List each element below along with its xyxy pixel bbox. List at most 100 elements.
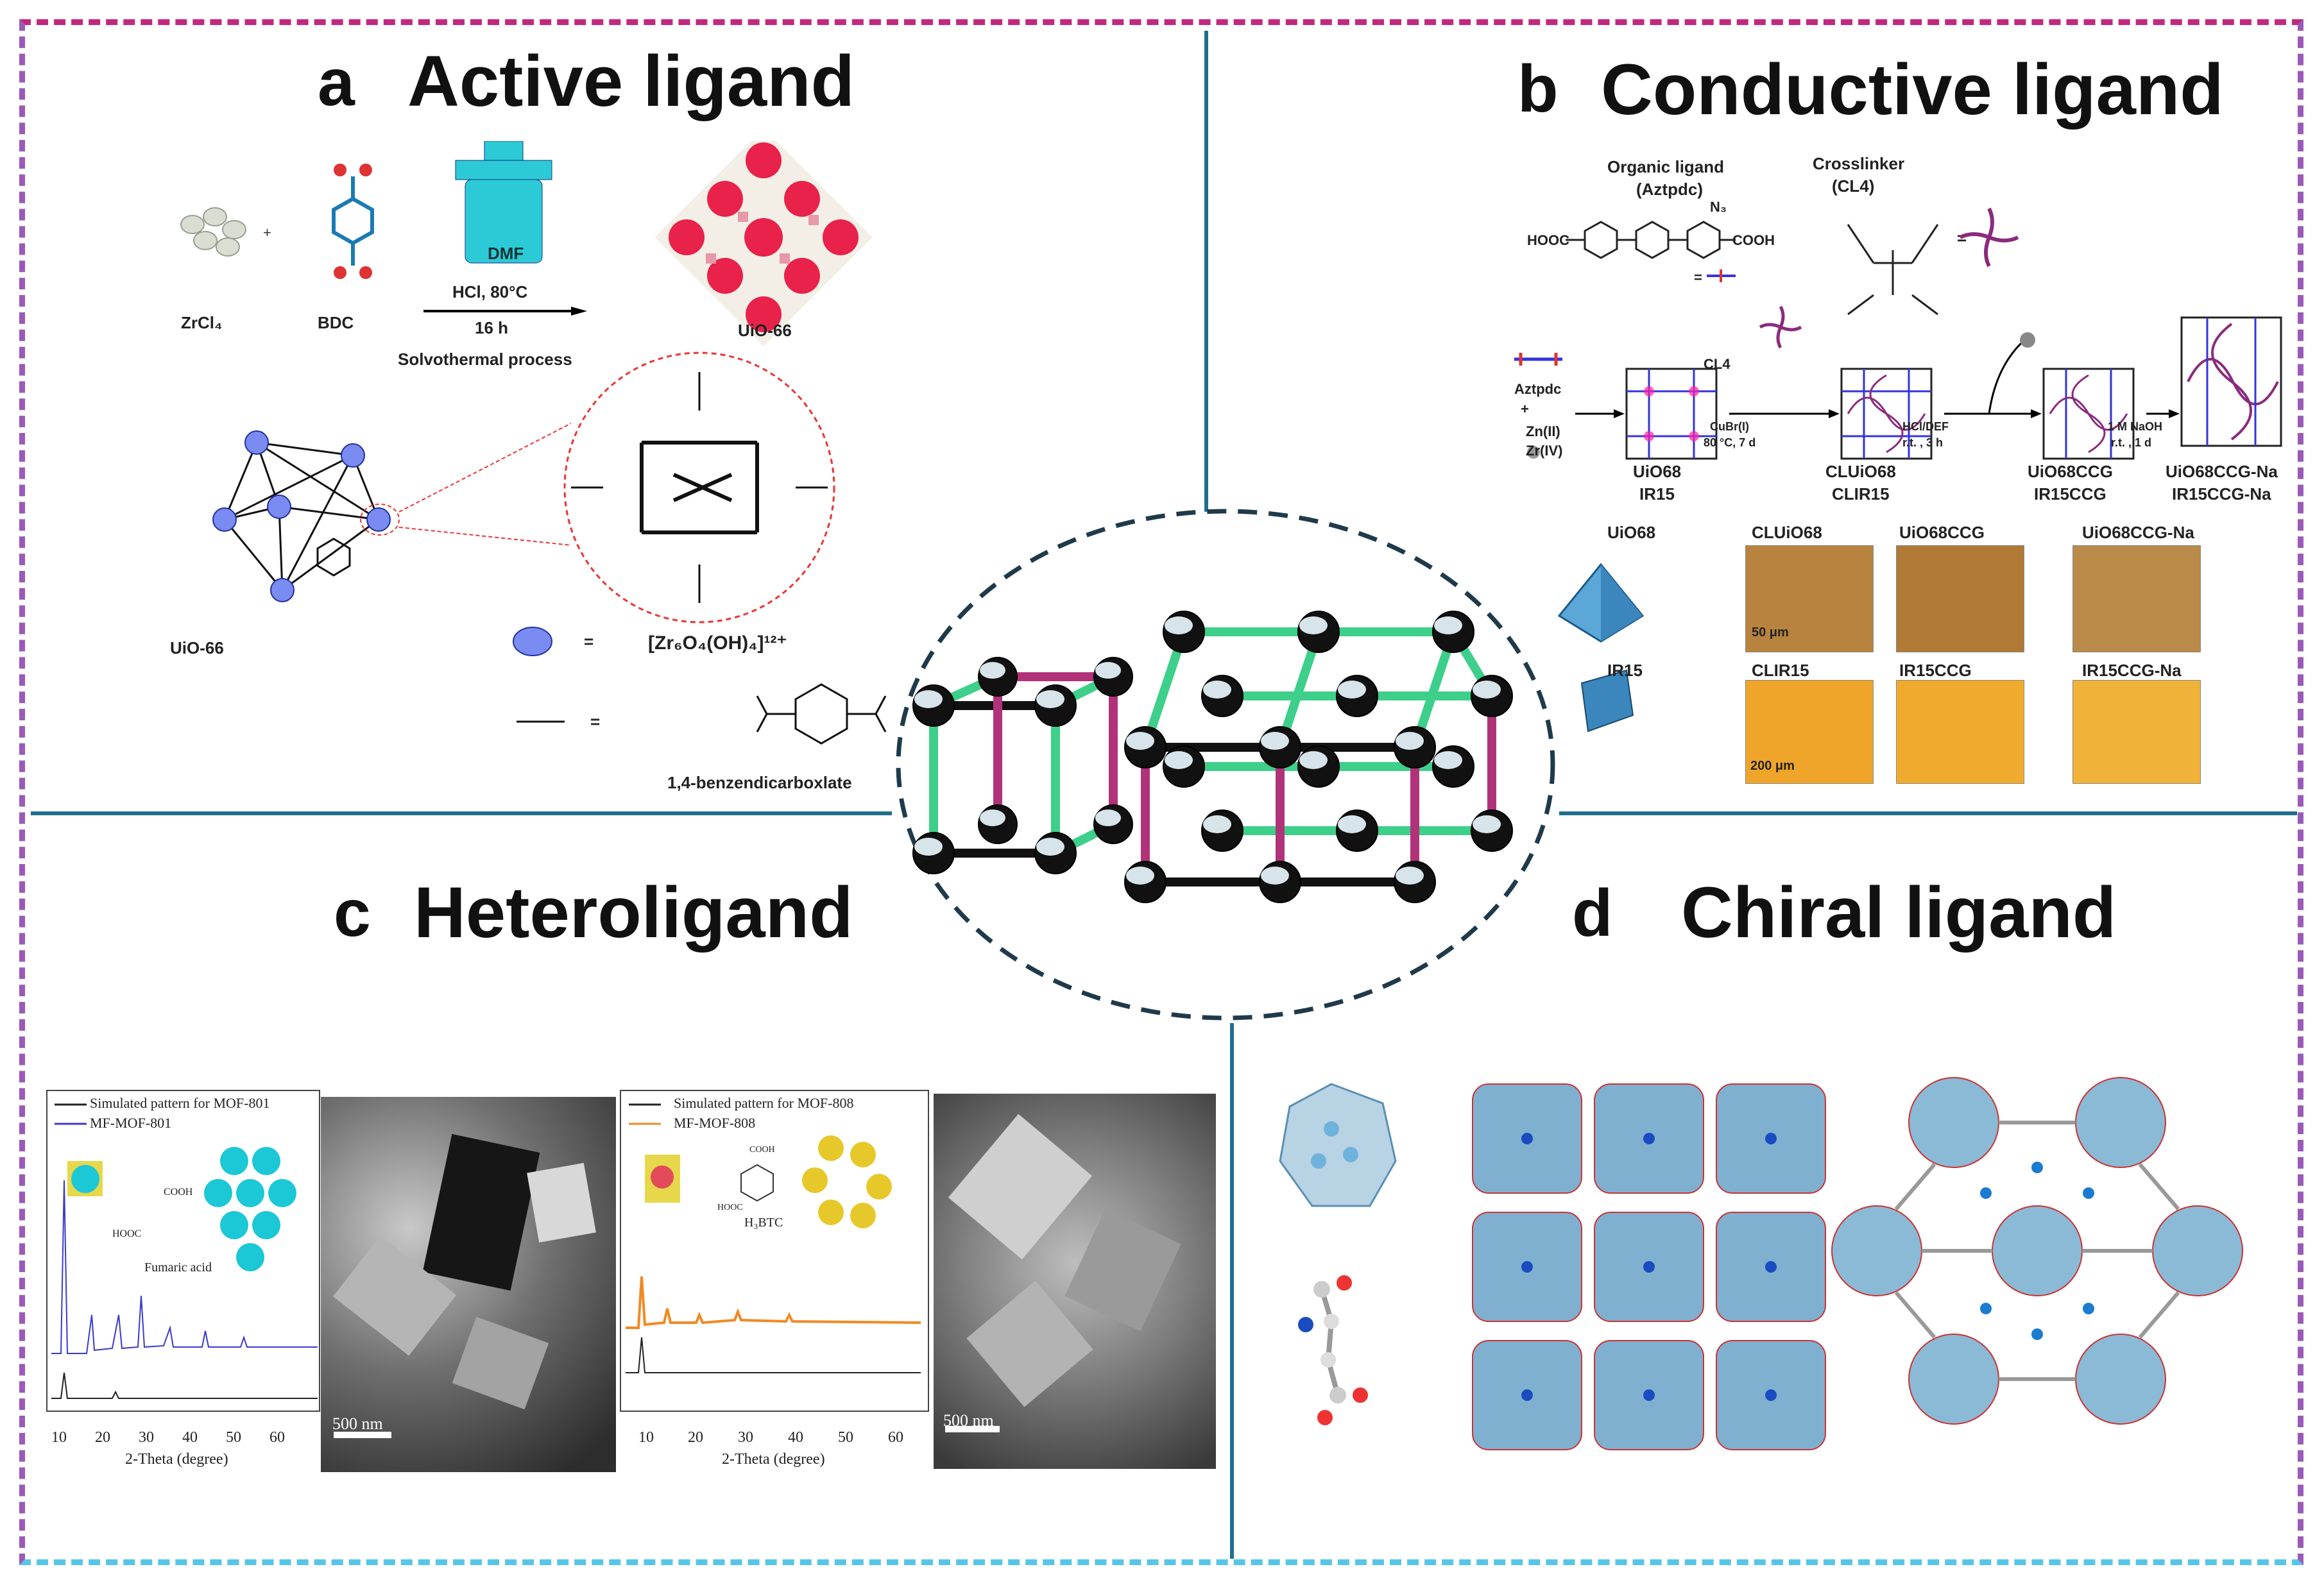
aztpdc-label: Aztpdc [1514, 381, 1562, 397]
linker-name: 1,4-benzendicarboxlate [667, 773, 852, 792]
svg-text:+: + [263, 225, 271, 241]
xtick: 20 [688, 1429, 703, 1446]
row2-col3: IR15CCG [1899, 661, 1972, 680]
outer-dashed-frame [19, 19, 2303, 1565]
stage1-name-b: IR15 [1639, 484, 1675, 504]
sem2-scale-label: 500 nm [943, 1411, 994, 1430]
xlabel-left: 2-Theta (degree) [125, 1451, 228, 1468]
row1-col4: UiO68CCG-Na [2082, 523, 2194, 542]
equals-linker: = [590, 712, 601, 731]
row1-label: UiO68 [1607, 523, 1656, 542]
xtick: 30 [139, 1429, 154, 1446]
btc-cooh: COOH [749, 1145, 775, 1155]
row2-col4: IR15CCG-Na [2082, 661, 2182, 680]
equals-aztpdc: = [1694, 269, 1702, 285]
panel-a-title: Active ligand [407, 41, 855, 121]
organic-ligand-name: (Aztpdc) [1636, 180, 1703, 199]
crosslinker-label: Crosslinker [1813, 154, 1905, 173]
xtick: 40 [182, 1429, 198, 1446]
organic-ligand-label: Organic ligand [1607, 157, 1725, 176]
stage4-name-b: IR15CCG-Na [2172, 484, 2271, 504]
sem1-scale-label: 500 nm [332, 1414, 383, 1433]
sem1-scalebar [334, 1432, 391, 1438]
ir15ccg-na-micrograph [2072, 680, 2201, 784]
legend-mf-808: MF-MOF-808 [674, 1115, 756, 1131]
panel-c-title: Heteroligand [414, 872, 853, 953]
row1-col2: CLUiO68 [1752, 523, 1822, 542]
xtick: 50 [226, 1429, 241, 1446]
sem-image-mof801 [321, 1097, 616, 1472]
framework-grid [1472, 1083, 1826, 1450]
fumaric-hooc: HOOC [112, 1228, 142, 1239]
cubr-label: CuBr(I) [1710, 420, 1749, 433]
cubr-conditions: 80 °C, 7 d [1704, 436, 1756, 449]
stage2-name-b: CLIR15 [1832, 484, 1890, 504]
plus-sign: + [1521, 401, 1529, 417]
hcl-conditions: r.t. , 3 h [1902, 436, 1944, 449]
panel-a-letter: a [318, 46, 355, 120]
legend-sim-801: Simulated pattern for MOF-801 [90, 1095, 270, 1111]
xtick: 10 [638, 1429, 654, 1446]
row2-label: IR15 [1607, 661, 1643, 680]
xtick: 40 [788, 1429, 803, 1446]
stage2-name-a: CLUiO68 [1825, 462, 1896, 481]
row2-col2: CLIR15 [1752, 661, 1809, 680]
fumaric-acid-label: Fumaric acid [144, 1260, 212, 1275]
sem-image-mof808 [934, 1094, 1216, 1469]
row1-col3: UiO68CCG [1899, 523, 1985, 542]
uio68ccg-micrograph [1896, 545, 2024, 652]
stage4-name-a: UiO68CCG-Na [2166, 462, 2278, 481]
h3btc-label: H₃BTC [744, 1216, 783, 1230]
xtick: 20 [95, 1429, 110, 1446]
scale-50um: 50 μm [1752, 625, 1789, 640]
product-label: UiO-66 [738, 321, 792, 340]
xrd-plot-mof808 [620, 1090, 929, 1412]
process-label: Solvothermal process [398, 350, 572, 369]
xtick: 10 [51, 1429, 67, 1446]
crosslinker-name: (CL4) [1832, 176, 1875, 196]
panel-b-scheme: = [1514, 207, 2282, 733]
scale-200um: 200 μm [1750, 759, 1795, 773]
panel-d-structures [1279, 1077, 2243, 1450]
condition-temp: HCl, 80°C [452, 282, 528, 301]
panel-b-letter: b [1517, 52, 1559, 126]
clir15-micrograph [1745, 680, 1874, 784]
fumaric-cooh: COOH [164, 1187, 193, 1198]
zr-label: Zr(IV) [1526, 443, 1563, 459]
ir15ccg-micrograph [1896, 680, 2024, 784]
sem2-scalebar [945, 1426, 1000, 1432]
xlabel-right: 2-Theta (degree) [722, 1451, 825, 1468]
panel-b-title: Conductive ligand [1601, 49, 2224, 130]
xtick: 60 [888, 1429, 903, 1446]
uio68ccg-na-micrograph [2072, 545, 2201, 652]
hooc-label: HOOC [1527, 232, 1569, 248]
condition-time: 16 h [475, 318, 509, 337]
panel-d-title: Chiral ligand [1681, 872, 2117, 953]
center-lattice-illustration [896, 509, 1555, 1021]
bdc-label: BDC [318, 313, 354, 332]
zrcl4-label: ZrCl₄ [181, 313, 223, 332]
panel-a-scheme: + [180, 141, 887, 745]
hcl-def-label: HCl/DEF [1902, 420, 1949, 433]
xrd-plot-mof801 [46, 1090, 320, 1412]
cluster-formula: [Zr₆O₄(OH)₄]¹²⁺ [648, 632, 787, 654]
equals-cluster: = [584, 632, 594, 651]
stage1-name-a: UiO68 [1633, 462, 1682, 481]
cl4-label: CL4 [1704, 356, 1730, 372]
legend-sim-808: Simulated pattern for MOF-808 [674, 1095, 854, 1111]
panel-d-letter: d [1572, 876, 1613, 951]
naoh-label: 1 M NaOH [2108, 420, 2163, 433]
stage3-name-a: UiO68CCG [2028, 462, 2113, 481]
xtick: 60 [269, 1429, 285, 1446]
naoh-conditions: r.t. , 1 d [2111, 436, 2152, 449]
dmf-label: DMF [488, 244, 524, 263]
cooh-label: COOH [1732, 232, 1775, 248]
panel-c-letter: c [334, 876, 371, 951]
n3-label: N₃ [1710, 199, 1727, 215]
legend-mf-801: MF-MOF-801 [90, 1115, 172, 1131]
xtick: 50 [838, 1429, 853, 1446]
zn-label: Zn(II) [1526, 423, 1560, 439]
uio66-octahedron-label: UiO-66 [170, 638, 224, 657]
stage3-name-b: IR15CCG [2034, 484, 2106, 504]
